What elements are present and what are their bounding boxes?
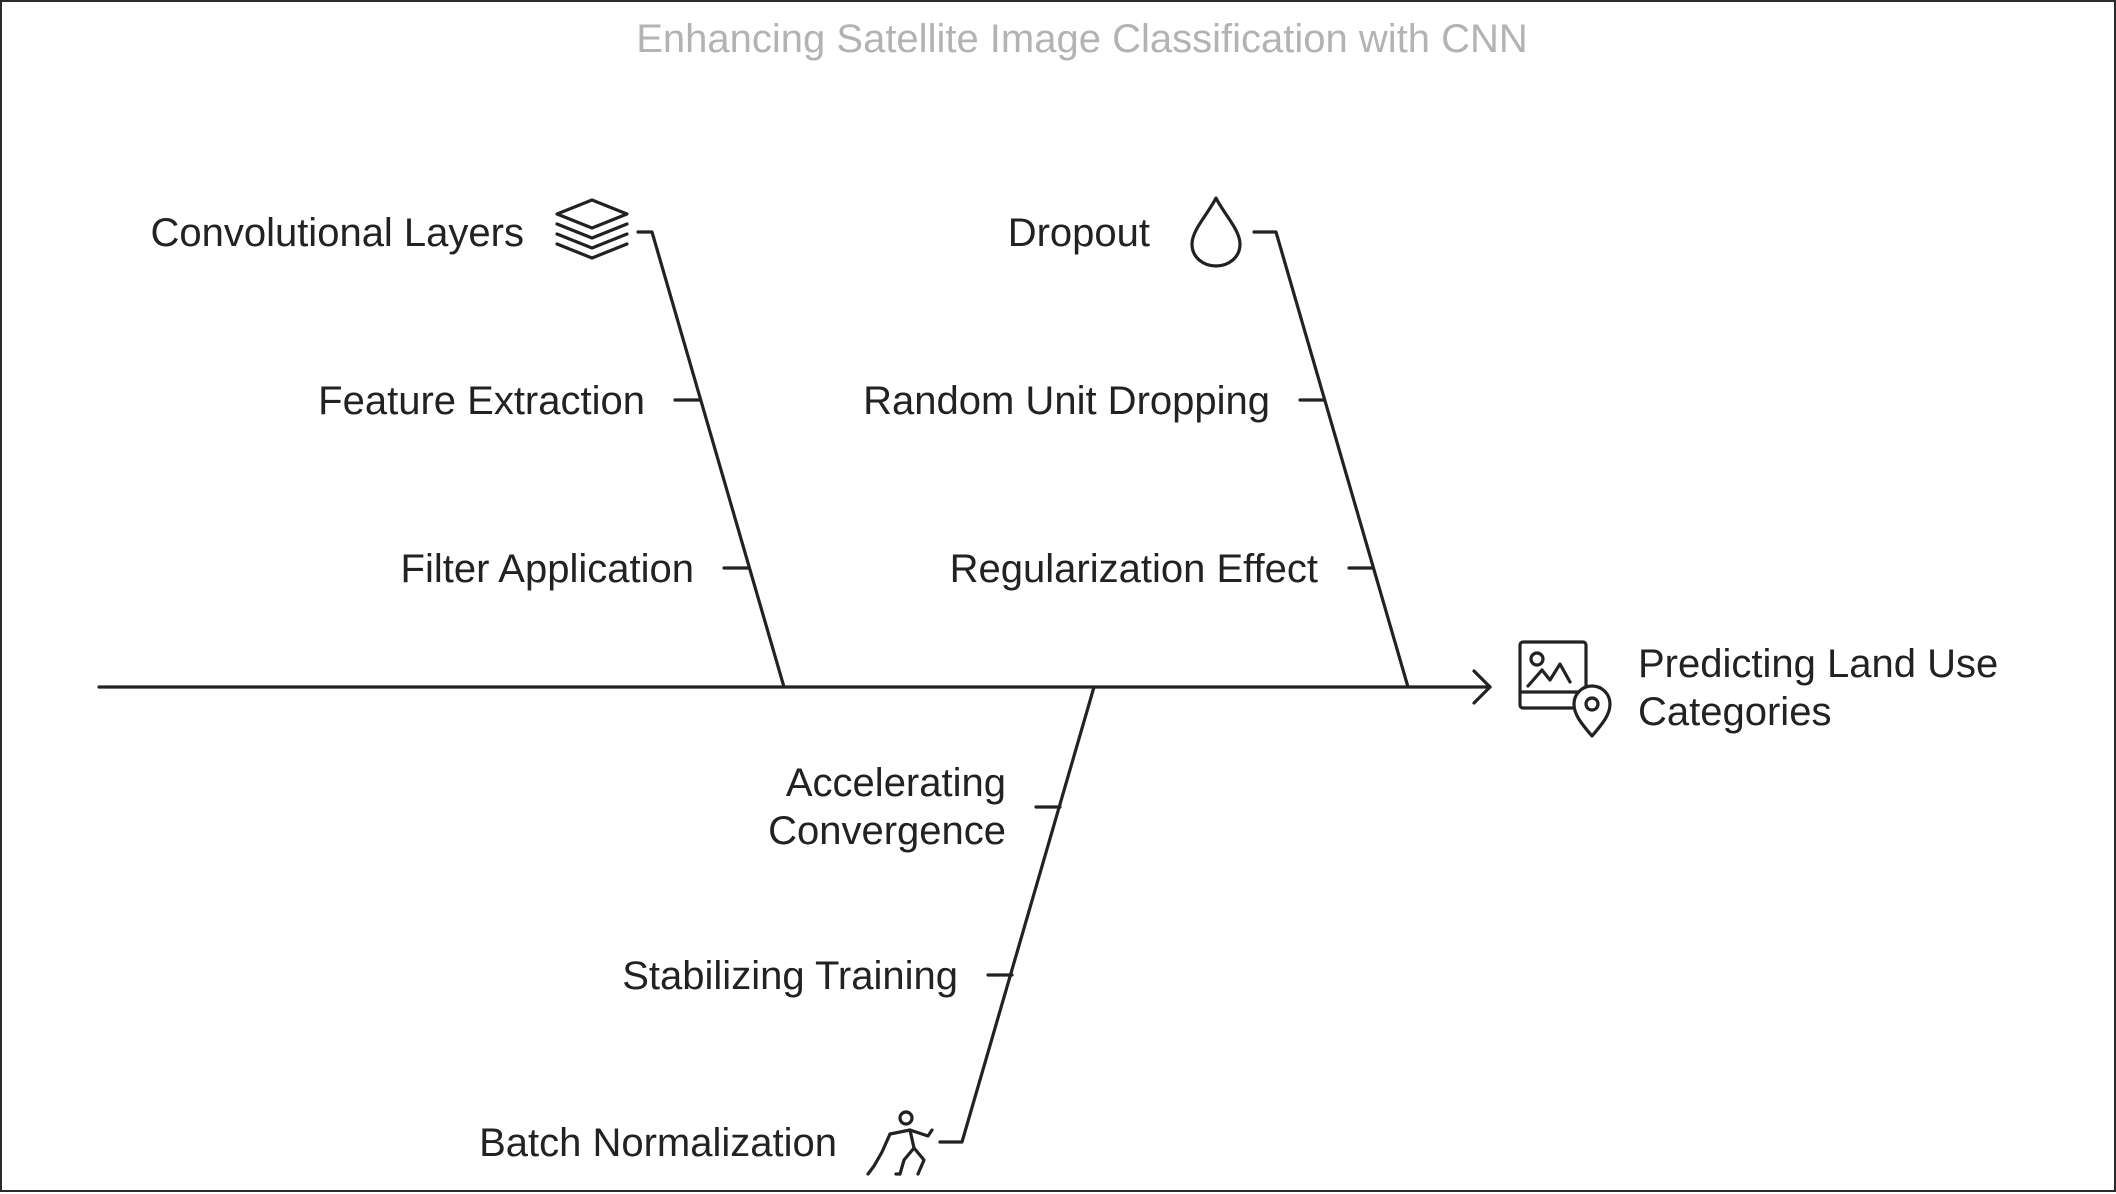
branch-line <box>1252 230 1410 689</box>
category-label: Dropout <box>1008 211 1150 255</box>
cause-label: Filter Application <box>401 547 694 591</box>
cause-label: Stabilizing Training <box>622 954 958 998</box>
running-person-icon <box>866 1110 934 1176</box>
spine-arrowhead <box>1472 669 1492 705</box>
effect-head: Predicting Land Use Categories <box>1518 640 1998 738</box>
effect-label-line-2: Categories <box>1638 690 1831 734</box>
image-location-icon <box>1518 640 1612 738</box>
branch-convolutional-layers: Convolutional Layers Feature Extraction … <box>150 198 786 689</box>
category-label: Convolutional Layers <box>150 211 524 255</box>
droplet-icon <box>1190 196 1242 268</box>
picture-frame <box>1518 640 1588 710</box>
layers-icon <box>555 198 629 260</box>
branch-line <box>636 230 786 689</box>
diagram-title: Enhancing Satellite Image Classification… <box>636 17 1528 61</box>
branch-line <box>938 685 1096 1144</box>
cause-label: Regularization Effect <box>950 547 1318 591</box>
branch-dropout: Dropout Random Unit Dropping Regularizat… <box>863 196 1410 689</box>
effect-label-line-1: Predicting Land Use <box>1638 642 1998 686</box>
cause-label-line: Convergence <box>768 809 1006 853</box>
cause-label-line: Accelerating <box>786 761 1006 805</box>
cause-label: Random Unit Dropping <box>863 379 1270 423</box>
category-label: Batch Normalization <box>479 1121 837 1165</box>
cause-label: Feature Extraction <box>318 379 645 423</box>
